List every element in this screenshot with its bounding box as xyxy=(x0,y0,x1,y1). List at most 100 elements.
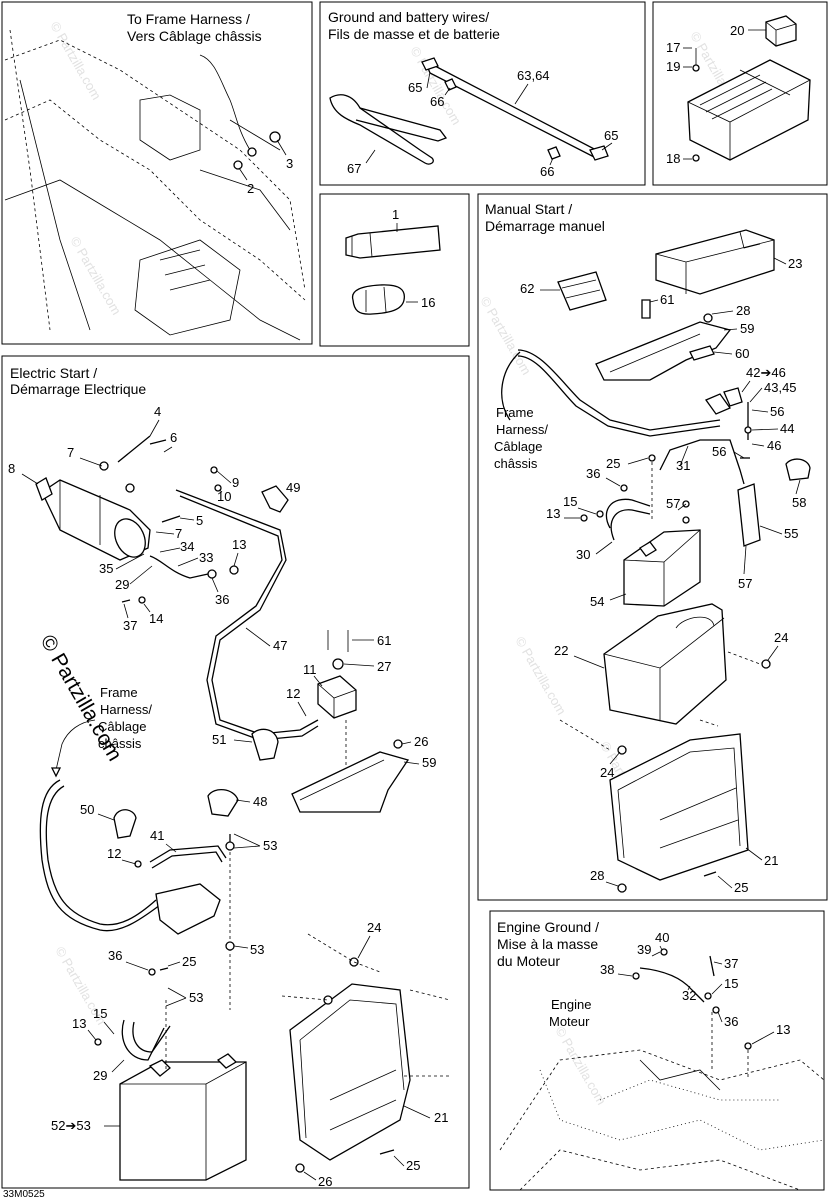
frame-harness-label-line3: Câblage xyxy=(494,439,542,454)
callout-41: 41 xyxy=(150,828,164,843)
callout-25: 25 xyxy=(182,954,196,969)
callout-11: 11 xyxy=(303,662,317,677)
callout-29: 29 xyxy=(115,577,129,592)
battery-cable xyxy=(659,439,745,485)
callout-15: 15 xyxy=(563,494,577,509)
callout-60: 60 xyxy=(735,346,749,361)
bolt xyxy=(161,515,181,523)
callout-62: 62 xyxy=(520,281,534,296)
frame-title-line1: To Frame Harness / xyxy=(127,11,250,27)
callout-21: 21 xyxy=(434,1110,448,1125)
ground-battery-callouts: 65 66 63,64 65 67 66 xyxy=(347,68,618,179)
callout-26: 26 xyxy=(414,734,428,749)
callout-17: 17 xyxy=(666,40,680,55)
callout-47: 47 xyxy=(273,638,287,653)
callout-19: 19 xyxy=(666,59,680,74)
callout-13: 13 xyxy=(546,506,560,521)
diagram-code: 33M0525 xyxy=(3,1189,45,1200)
battery-cable xyxy=(121,1019,165,1061)
wiring-harness xyxy=(517,349,721,431)
electric-start-title-line1: Electric Start / xyxy=(10,365,97,381)
instruction-sheet xyxy=(557,271,607,311)
es-frame-harness-label: Frame Harness/ Câblage châssis xyxy=(50,685,152,778)
battery-cable xyxy=(605,498,651,529)
engine-label-line1: Engine xyxy=(551,997,591,1012)
frame-harness-label-line1: Frame xyxy=(100,685,138,700)
washer xyxy=(233,160,243,170)
nut xyxy=(692,154,700,162)
relay-illustration xyxy=(687,15,811,162)
watermark: © Partzilla.com xyxy=(552,1024,609,1107)
grease-panel xyxy=(319,193,470,347)
callout-59: 59 xyxy=(422,755,436,770)
battery-rack xyxy=(289,983,411,1161)
engine-ground-callouts: 40 39 37 38 15 32 36 13 xyxy=(600,930,790,1045)
watermark: © Partzilla.com xyxy=(67,234,124,317)
callout-27: 27 xyxy=(377,659,391,674)
manual-start-callouts: 23 62 61 28 59 60 42➔46 43,45 56 44 46 5… xyxy=(520,256,806,895)
callout-9: 9 xyxy=(232,475,239,490)
engine-ground-illustration xyxy=(499,948,825,1191)
callout-14: 14 xyxy=(149,611,163,626)
callout-6: 6 xyxy=(170,430,177,445)
starter-cable xyxy=(149,555,209,579)
callout-36: 36 xyxy=(108,948,122,963)
callout-43-45: 43,45 xyxy=(764,380,797,395)
callout-24: 24 xyxy=(774,630,788,645)
callout-52-53: 52➔53 xyxy=(51,1118,91,1133)
washer xyxy=(214,484,222,492)
relay-callouts: 20 17 19 18 xyxy=(666,23,766,166)
callout-50: 50 xyxy=(80,802,94,817)
callout-2: 2 xyxy=(247,181,254,196)
frame-harness-label-line4: châssis xyxy=(98,736,142,751)
callout-57: 57 xyxy=(666,496,680,511)
callout-23: 23 xyxy=(788,256,802,271)
engine-ground-title-line1: Engine Ground / xyxy=(497,919,599,935)
frame-harness-label-line1: Frame xyxy=(496,405,534,420)
engine-label: Engine Moteur xyxy=(549,997,591,1029)
engine-ground-title-line3: du Moteur xyxy=(497,953,560,969)
nut xyxy=(210,466,218,474)
relay xyxy=(765,15,797,47)
callout-66: 66 xyxy=(430,94,444,109)
callout-36: 36 xyxy=(724,1014,738,1029)
callout-4: 4 xyxy=(154,404,161,419)
heat-shrink-tube xyxy=(444,78,457,91)
terminal-boot xyxy=(113,809,137,839)
manual-start-title-line1: Manual Start / xyxy=(485,201,572,217)
callout-15: 15 xyxy=(724,976,738,991)
callout-58: 58 xyxy=(792,495,806,510)
electric-start-title-line2: Démarrage Electrique xyxy=(10,381,146,397)
relay-panel xyxy=(652,1,828,186)
callout-24: 24 xyxy=(367,920,381,935)
callout-67: 67 xyxy=(347,161,361,176)
washer xyxy=(692,64,700,72)
callout-39: 39 xyxy=(637,942,651,957)
callout-61: 61 xyxy=(377,633,391,648)
manual-start-panel xyxy=(477,193,828,901)
callout-13: 13 xyxy=(776,1022,790,1037)
callout-46: 46 xyxy=(767,438,781,453)
callout-15: 15 xyxy=(93,1006,107,1021)
callout-26: 26 xyxy=(318,1174,332,1189)
callout-53: 53 xyxy=(189,990,203,1005)
callout-48: 48 xyxy=(253,794,267,809)
fuse-relay-box xyxy=(687,59,811,161)
engine-ground-panel xyxy=(489,910,825,1191)
callout-53: 53 xyxy=(250,942,264,957)
cable-terminal xyxy=(589,145,609,161)
callout-12: 12 xyxy=(286,686,300,701)
ring-terminal xyxy=(247,147,257,157)
battery-cable xyxy=(149,845,227,863)
callout-36: 36 xyxy=(586,466,600,481)
callout-33: 33 xyxy=(199,550,213,565)
callout-40: 40 xyxy=(655,930,669,945)
solenoid-bracket xyxy=(291,751,410,813)
callout-18: 18 xyxy=(666,151,680,166)
battery-cover xyxy=(655,229,775,295)
callout-10: 10 xyxy=(217,489,231,504)
callout-21: 21 xyxy=(764,853,778,868)
electric-start-illustration xyxy=(35,435,452,1181)
